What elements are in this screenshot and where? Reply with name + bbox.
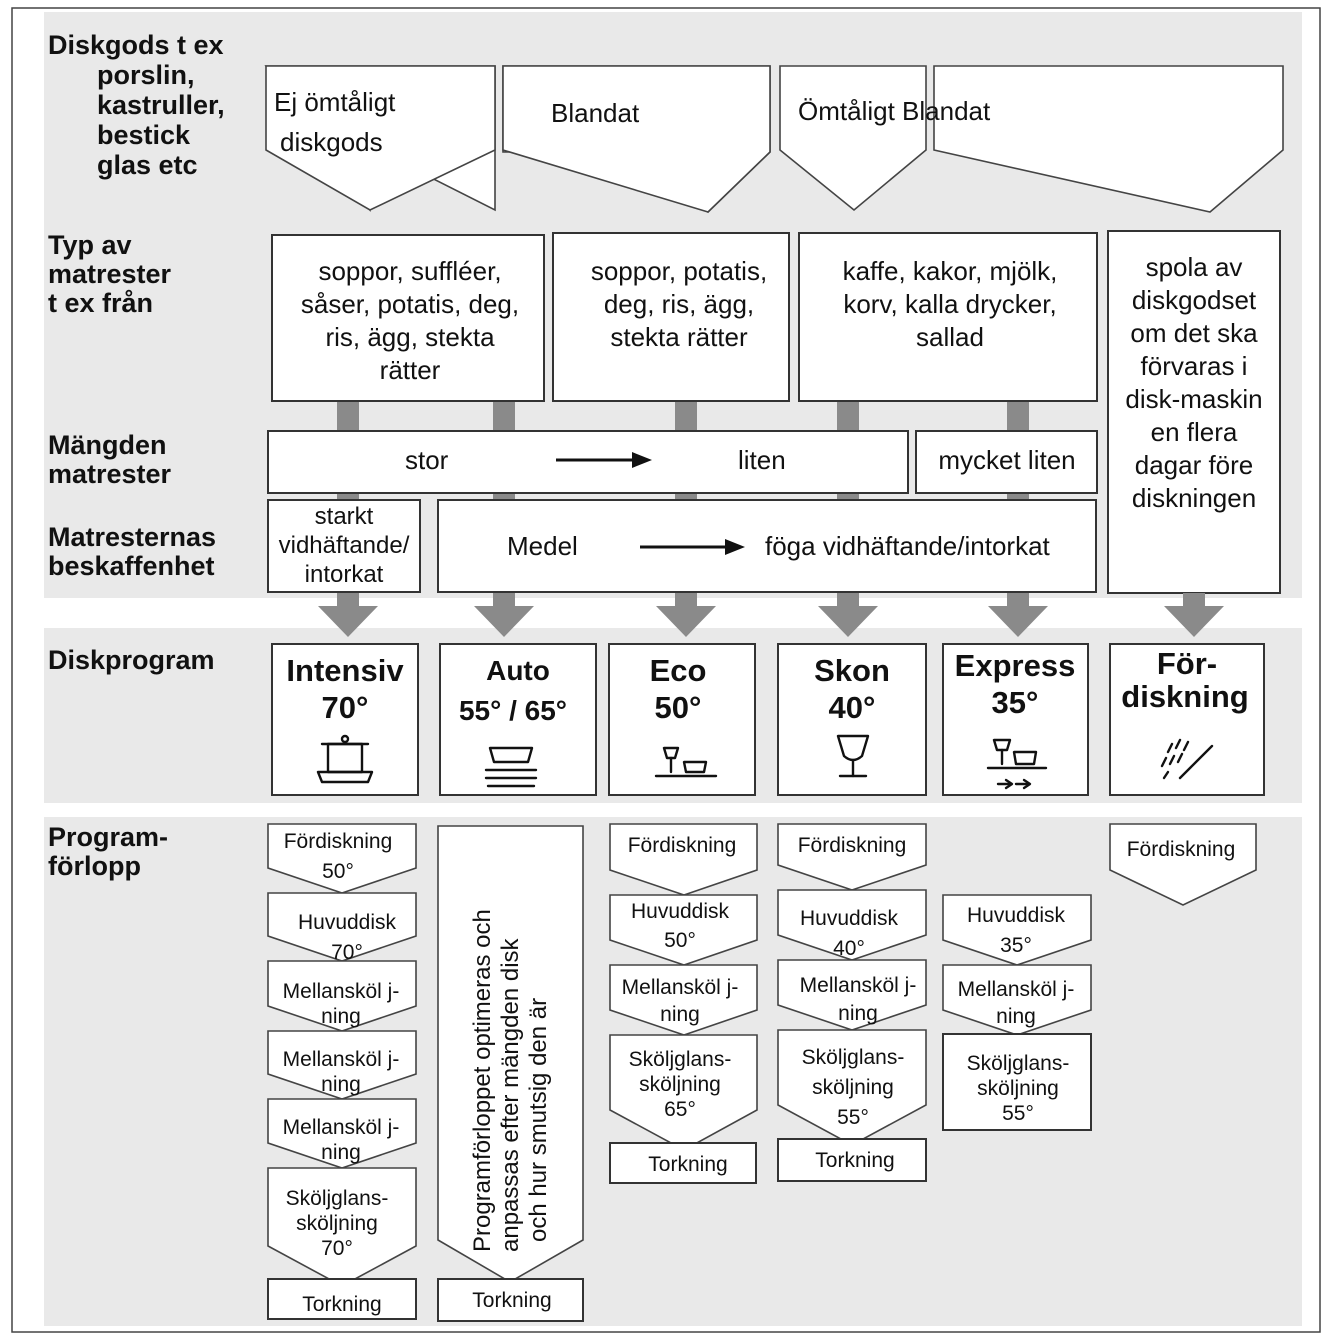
matrester-col1: soppor, suffléer,såser, potatis, deg,ris… (271, 234, 545, 402)
diskgods-blandat: Blandat (502, 65, 771, 214)
svg-text:Mellansköl j-ning: Mellansköl j-ning (958, 978, 1075, 1028)
svg-text:För-diskning: För-diskning (1121, 646, 1248, 714)
svg-text:Program-förlopp: Program-förlopp (48, 822, 168, 881)
wine-glass-icon (836, 734, 870, 778)
svg-text:Torkning: Torkning (815, 1149, 894, 1172)
svg-text:Mellansköl j-ning: Mellansköl j-ning (622, 976, 739, 1026)
mangden-scale: stor liten (267, 430, 909, 494)
svg-text:mycket liten: mycket liten (938, 445, 1075, 475)
matrester-col2: soppor, potatis,deg, ris, ägg,stekta rät… (552, 232, 790, 402)
svg-text:Mellansköl j-ning: Mellansköl j-ning (800, 974, 917, 1025)
svg-text:Mellansköl j-ning: Mellansköl j-ning (283, 1116, 400, 1164)
svg-text:kaffe, kakor, mjölk,korv, kall: kaffe, kakor, mjölk,korv, kalla drycker,… (843, 256, 1058, 352)
glass-and-cup-icon (654, 746, 718, 778)
svg-text:liten: liten (738, 445, 786, 475)
sequence-eco (609, 823, 758, 1184)
svg-text:Mellansköl j-ning: Mellansköl j-ning (283, 980, 400, 1028)
sequence-intensiv (267, 823, 417, 1320)
svg-text:Torkning: Torkning (472, 1289, 551, 1312)
svg-text:Torkning: Torkning (648, 1153, 727, 1176)
pot-icon (316, 734, 374, 784)
glass-cup-fast-icon (986, 738, 1048, 790)
svg-text:stor: stor (405, 445, 449, 475)
svg-text:Ömtåligt Blandat: Ömtåligt Blandat (798, 96, 991, 126)
beskaffenhet-medel-scale: Medel föga vidhäftande/intorkat (437, 499, 1097, 593)
sequence-skon (777, 823, 927, 1182)
svg-text:Programförloppet optimeras och: Programförloppet optimeras ochanpassas e… (469, 909, 552, 1252)
matrester-col3: kaffe, kakor, mjölk,korv, kalla drycker,… (798, 232, 1098, 402)
svg-text:Fördiskning: Fördiskning (798, 834, 907, 857)
sequence-fordiskning (1109, 823, 1257, 906)
svg-text:Fördiskning: Fördiskning (1127, 838, 1236, 861)
stacked-plates-icon (484, 746, 538, 788)
sequence-fordiskning-labels: Fördiskning (1127, 838, 1236, 861)
svg-text:Torkning: Torkning (302, 1293, 381, 1316)
diskgods-omtaligt-blandat: Ömtåligt Blandat (779, 65, 1284, 213)
svg-text:soppor, potatis,deg, ris, ägg,: soppor, potatis,deg, ris, ägg,stekta rät… (591, 256, 767, 352)
svg-text:Medel: Medel (507, 531, 578, 561)
spray-icon (1160, 738, 1214, 780)
arrows-to-programs (318, 593, 1224, 637)
svg-text:Mellansköl j-ning: Mellansköl j-ning (283, 1048, 400, 1096)
mangden-mycket-liten: mycket liten (915, 430, 1098, 494)
sequence-auto-labels: Programförloppet optimeras ochanpassas e… (469, 909, 552, 1312)
connector-bars (337, 400, 1029, 500)
svg-text:Blandat: Blandat (551, 98, 640, 128)
svg-text:soppor, suffléer,såser, potati: soppor, suffléer,såser, potatis, deg,ris… (301, 256, 519, 385)
sequence-express (942, 894, 1092, 1131)
svg-text:Fördiskning: Fördiskning (628, 834, 737, 857)
row-label-diskprogram: Diskprogram (48, 645, 215, 675)
sequence-auto (437, 825, 584, 1322)
svg-text:föga vidhäftande/intorkat: föga vidhäftande/intorkat (765, 531, 1051, 561)
svg-text:Diskprogram: Diskprogram (48, 645, 215, 675)
row-label-forlopp: Program-förlopp (48, 822, 168, 881)
program-fordiskning[interactable]: För-diskning (1109, 643, 1265, 796)
